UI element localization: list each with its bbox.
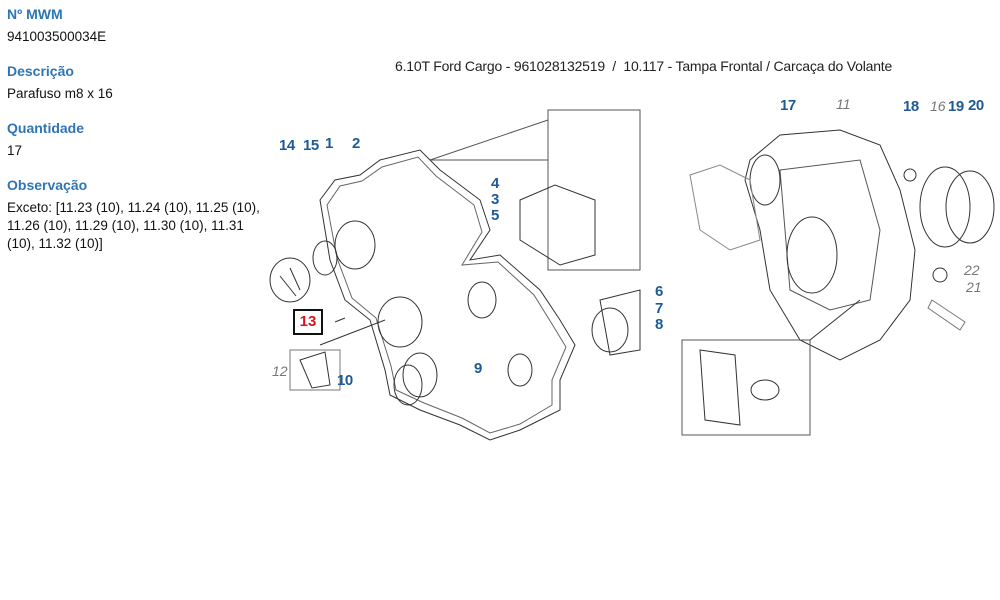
callout-9[interactable]: 9	[474, 360, 482, 377]
callout-18[interactable]: 18	[903, 98, 919, 115]
callout-21[interactable]: 21	[966, 279, 982, 295]
callout-1[interactable]: 1	[325, 135, 333, 152]
part-info-panel: Nº MWM 941003500034E Descrição Parafuso …	[7, 5, 269, 269]
mwm-label: Nº MWM	[7, 6, 63, 22]
callout-17[interactable]: 17	[780, 97, 796, 114]
callout-22[interactable]: 22	[964, 262, 980, 278]
description-label: Descrição	[7, 63, 74, 79]
callout-11[interactable]: 11	[836, 96, 851, 112]
mwm-value: 941003500034E	[7, 29, 107, 44]
callout-4[interactable]: 4	[491, 175, 499, 192]
callout-15[interactable]: 15	[303, 137, 319, 154]
callout-6[interactable]: 6	[655, 283, 663, 300]
quantity-value: 17	[7, 143, 23, 158]
description-value: Parafuso m8 x 16	[7, 86, 113, 101]
callout-10[interactable]: 10	[337, 372, 353, 389]
callout-14[interactable]: 14	[279, 137, 295, 154]
diagram-title: 6.10T Ford Cargo - 961028132519 / 10.117…	[395, 58, 893, 74]
callout-19[interactable]: 19	[948, 98, 964, 115]
observation-value: Exceto: [11.23 (10), 11.24 (10), 11.25 (…	[7, 200, 260, 251]
callout-3[interactable]: 3	[491, 191, 499, 208]
callout-2[interactable]: 2	[352, 135, 360, 152]
callout-8[interactable]: 8	[655, 316, 663, 333]
selected-callout-13[interactable]: 13	[293, 309, 323, 335]
callout-5[interactable]: 5	[491, 207, 499, 224]
callout-7[interactable]: 7	[655, 300, 663, 317]
observation-label: Observação	[7, 177, 88, 193]
callout-20[interactable]: 20	[968, 97, 984, 114]
callout-12[interactable]: 12	[272, 363, 288, 379]
quantity-label: Quantidade	[7, 120, 85, 136]
callout-16[interactable]: 16	[930, 98, 946, 114]
